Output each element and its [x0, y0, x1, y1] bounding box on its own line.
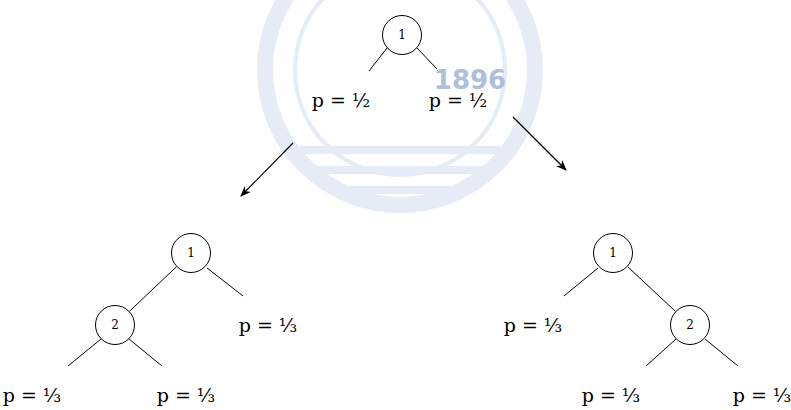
node-number: 1	[187, 247, 195, 259]
tree-node-circle: 2	[95, 305, 135, 345]
tree-edge	[628, 267, 676, 312]
transition-arrows	[241, 117, 566, 196]
probability-label: p = ⅓	[733, 385, 791, 406]
tree-node-circle: 2	[670, 305, 710, 345]
probability-label: p = ⅓	[239, 315, 298, 336]
probability-label: p = ⅓	[582, 385, 641, 406]
probability-label: p = ⅓	[504, 315, 563, 336]
branch-lines	[68, 48, 738, 366]
node-number: 2	[686, 319, 694, 331]
probability-label: p = ½	[312, 90, 371, 111]
tree-node-circle: 1	[171, 233, 211, 273]
node-number: 1	[398, 29, 406, 41]
node-number: 1	[609, 247, 617, 259]
watermark-logo	[265, 0, 535, 205]
probability-label: p = ½	[429, 90, 488, 111]
tree-edge	[130, 267, 177, 311]
node-number: 2	[111, 319, 119, 331]
probability-label: p = ⅓	[157, 385, 216, 406]
tree-node-circle: 1	[382, 15, 422, 55]
probability-label: p = ⅓	[3, 385, 62, 406]
tree-node-circle: 1	[593, 233, 633, 273]
